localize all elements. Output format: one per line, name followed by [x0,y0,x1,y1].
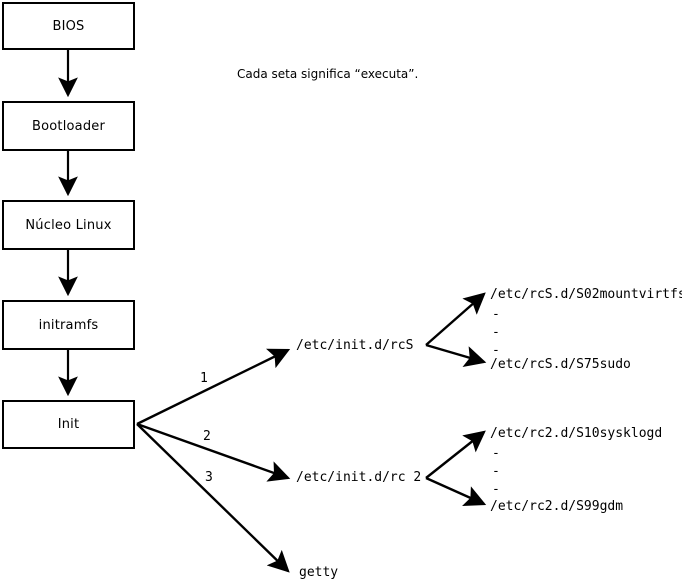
node-bootloader-label: Bootloader [31,118,106,134]
label-rcs-last-script: /etc/rcS.d/S75sudo [490,357,631,372]
arrow-rc2-to-last-script [425,476,487,507]
node-initramfs: initramfs [2,300,135,350]
rc2-ellipsis-dash-3: - [492,482,500,497]
arrow-init-to-getty [136,423,290,573]
node-kernel-label: Núcleo Linux [25,217,112,233]
rc2-ellipsis-dash-2: - [492,464,500,479]
legend-note: Cada seta significa “executa”. [237,67,419,81]
rcs-ellipsis-dash-1: - [492,307,500,322]
arrow-init-to-rcs [136,348,291,426]
node-initramfs-label: initramfs [38,317,99,333]
arrow-init-to-rc2 [136,422,291,482]
label-rc2-last-script: /etc/rc2.d/S99gdm [490,499,624,514]
node-kernel: Núcleo Linux [2,200,135,250]
node-bios-label: BIOS [52,18,85,34]
rcs-ellipsis-dash-3: - [492,343,500,358]
label-init-d-rc2: /etc/init.d/rc 2 [296,470,422,485]
label-rcs-first-script: /etc/rcS.d/S02mountvirtfs [490,287,682,302]
arrow-rc2-to-first-script [425,430,486,479]
branch-number-1: 1 [200,371,208,386]
node-init-label: Init [57,417,80,432]
node-bootloader: Bootloader [2,101,135,151]
arrow-rcs-to-last-script [425,343,487,367]
branch-number-3: 3 [205,470,213,485]
arrow-rcs-to-first-script [425,292,486,346]
label-rc2-first-script: /etc/rc2.d/S10sysklogd [490,426,663,441]
label-getty: getty [299,565,339,580]
rcs-ellipsis-dash-2: - [492,325,500,340]
branch-number-2: 2 [203,429,211,444]
label-init-d-rcs: /etc/init.d/rcS [296,338,414,353]
node-bios: BIOS [2,2,135,50]
node-init: Init [2,400,135,449]
rc2-ellipsis-dash-1: - [492,446,500,461]
